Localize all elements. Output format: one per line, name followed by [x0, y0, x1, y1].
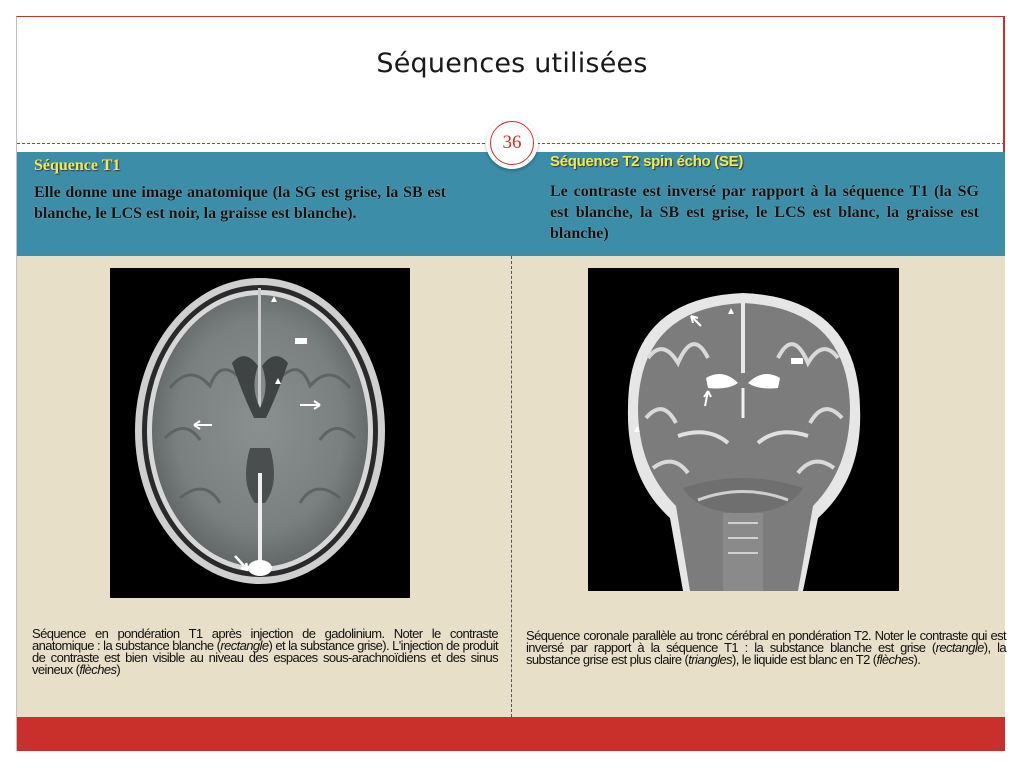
- t2-caption-text-4: ).: [913, 652, 921, 667]
- t2-description: Le contraste est inversé par rapport à l…: [550, 183, 979, 242]
- t2-coronal-mri-image: [588, 268, 899, 591]
- column-divider: [511, 256, 512, 717]
- header-panel: [17, 152, 1005, 256]
- t2-caption-text-1: Séquence coronale parallèle au tronc cér…: [526, 628, 1007, 655]
- t1-description: Elle donne une image anatomique (la SG e…: [34, 184, 446, 222]
- slide-title: Séquences utilisées: [376, 48, 648, 79]
- t2-mri-drawing: [588, 268, 899, 591]
- t2-heading: Séquence T2 spin écho (SE): [550, 153, 744, 170]
- t2-caption-text-2: ), la substance grise est plus claire (: [526, 640, 1007, 667]
- page-number: 36: [490, 121, 534, 165]
- t1-caption-emphasis-1: rectangle: [220, 638, 269, 653]
- t2-caption-emphasis-1: rectangle: [935, 640, 985, 655]
- t2-caption-text-3: ), le liquide est blanc en T2 (: [732, 652, 877, 667]
- footer-bar: [17, 717, 1005, 751]
- t2-caption: Séquence coronale parallèle au tronc cér…: [526, 628, 1007, 667]
- page-number-badge: 36: [486, 117, 538, 169]
- t1-caption: Séquence en pondération T1 après injecti…: [32, 626, 499, 677]
- t1-caption-text-2: ) et la substance grise). L'injection de…: [32, 638, 499, 677]
- t2-caption-emphasis-3: flèches: [876, 652, 915, 667]
- t2-caption-emphasis-2: triangles: [688, 652, 733, 667]
- t1-caption-text-3: ): [116, 662, 121, 677]
- t1-mri-drawing: [110, 268, 410, 598]
- t1-caption-text-1: Séquence en pondération T1 après injecti…: [32, 626, 499, 653]
- t1-heading: Séquence T1: [34, 157, 121, 174]
- t1-axial-mri-image: [110, 268, 410, 598]
- t1-caption-emphasis-2: flèches: [79, 662, 117, 677]
